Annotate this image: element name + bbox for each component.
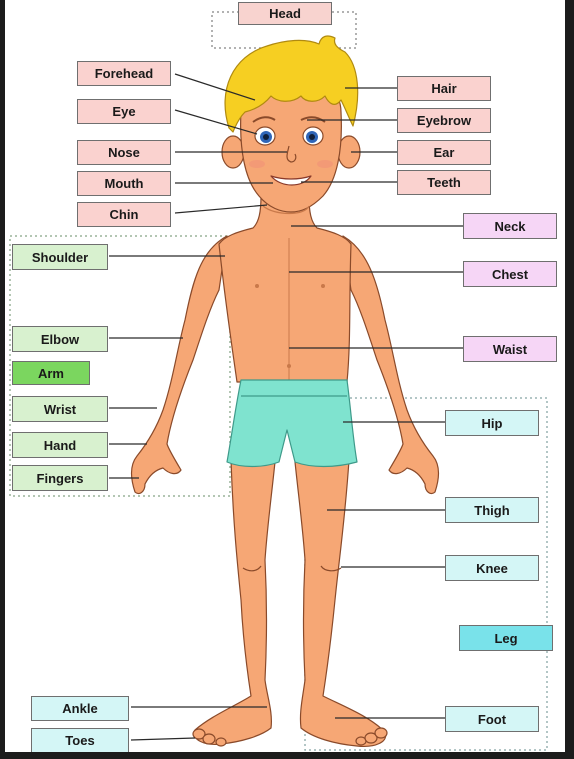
label-fingers: Fingers: [12, 465, 108, 491]
right-arm: [343, 236, 439, 494]
label-shoulder: Shoulder: [12, 244, 108, 270]
label-teeth: Teeth: [397, 170, 491, 195]
label-eyebrow: Eyebrow: [397, 108, 491, 133]
label-eye: Eye: [77, 99, 171, 124]
label-knee: Knee: [445, 555, 539, 581]
label-elbow: Elbow: [12, 326, 108, 352]
label-chest: Chest: [463, 261, 557, 287]
left-arm: [132, 236, 228, 494]
label-toes: Toes: [31, 728, 129, 752]
label-forehead: Forehead: [77, 61, 171, 86]
body-parts-diagram: Head Forehead Eye Nose Mouth Chin Hair E…: [5, 0, 565, 752]
label-arm: Arm: [12, 361, 90, 385]
shorts: [227, 380, 357, 467]
right-leg: [295, 460, 386, 746]
label-head: Head: [238, 2, 332, 25]
label-nose: Nose: [77, 140, 171, 165]
left-leg: [194, 460, 275, 744]
label-leg: Leg: [459, 625, 553, 651]
label-mouth: Mouth: [77, 171, 171, 196]
label-wrist: Wrist: [12, 396, 108, 422]
label-chin: Chin: [77, 202, 171, 227]
label-hip: Hip: [445, 410, 539, 436]
label-hair: Hair: [397, 76, 491, 101]
label-thigh: Thigh: [445, 497, 539, 523]
label-neck: Neck: [463, 213, 557, 239]
label-foot: Foot: [445, 706, 539, 732]
boy: [132, 36, 439, 746]
label-hand: Hand: [12, 432, 108, 458]
label-waist: Waist: [463, 336, 557, 362]
torso: [219, 196, 351, 382]
label-ear: Ear: [397, 140, 491, 165]
label-ankle: Ankle: [31, 696, 129, 721]
